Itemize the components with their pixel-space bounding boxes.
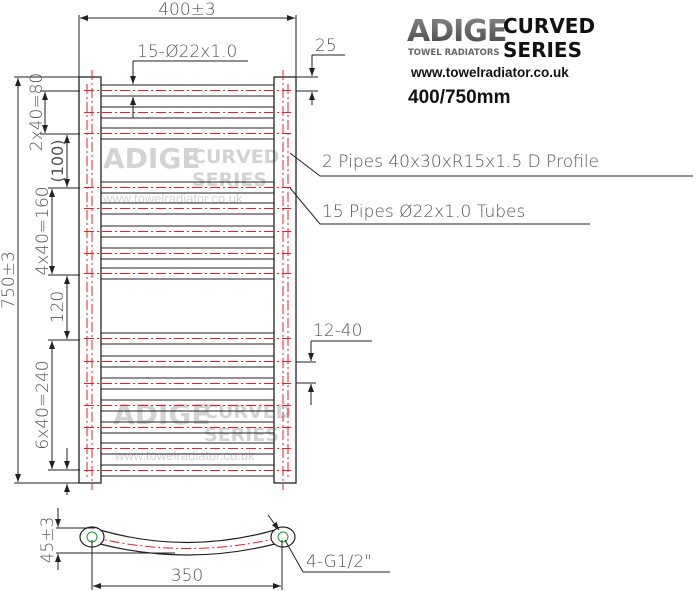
callout-leaders [289,152,693,225]
connections-label: 4-G1/2" [306,552,372,572]
size-text: 400/750mm [408,87,510,108]
left-rail [78,76,102,484]
svg-text:TOWEL RADIATORS: TOWEL RADIATORS [408,48,500,58]
height-label: 750±3 [0,251,19,309]
pipes-callout: 2 Pipes 40x30xR15x1.5 D Profile [322,152,599,172]
watermark-logo-lower: ADIGE CURVED SERIES www.towelradiator.co… [113,398,291,463]
height-dimension [14,76,79,484]
centres-label: 350 [171,566,203,586]
website-text: www.towelradiator.co.uk [410,65,569,80]
svg-text:SERIES: SERIES [192,169,267,191]
svg-text:www.towelradiator.co.uk: www.towelradiator.co.uk [102,191,243,206]
top-offset-dimension [296,54,345,105]
chain-dimensions [40,90,80,495]
top-offset-label: 25 [315,36,337,56]
svg-text:CURVED: CURVED [192,146,279,168]
svg-text:www.towelradiator.co.uk: www.towelradiator.co.uk [114,448,255,463]
pitch-label: 12-40 [313,321,362,341]
brand-logo: ADIGE TOWEL RADIATORS CURVED SERIES [407,14,595,62]
tubes-callout: 15 Pipes Ø22x1.0 Tubes [322,202,525,222]
svg-text:SERIES: SERIES [204,424,279,446]
group2-label: 4x40=160 [33,186,53,275]
width-label: 400±3 [158,0,216,20]
width-dimension [78,15,297,77]
svg-text:ADIGE: ADIGE [407,14,506,49]
group3-label: 6x40=240 [33,360,53,449]
group1-label: 2x40=80 [27,73,47,151]
svg-text:SERIES: SERIES [503,38,582,62]
pitch-dimension [296,340,372,405]
svg-text:CURVED: CURVED [204,401,291,423]
tube-spec-leader [130,60,248,118]
right-rail [273,76,297,484]
tubes [84,84,291,477]
tube-spec-label: 15-Ø22x1.0 [137,42,237,62]
gap2-label: 120 [48,291,68,323]
plan-view [55,508,390,590]
gap1-label: (100) [48,139,67,182]
svg-text:ADIGE: ADIGE [103,142,200,175]
svg-text:CURVED: CURVED [503,14,595,38]
svg-text:ADIGE: ADIGE [113,398,210,431]
centerlines [86,70,289,490]
depth-label: 45±3 [38,517,58,564]
watermark-logo-upper: ADIGE CURVED SERIES www.towelradiator.co… [102,142,279,206]
